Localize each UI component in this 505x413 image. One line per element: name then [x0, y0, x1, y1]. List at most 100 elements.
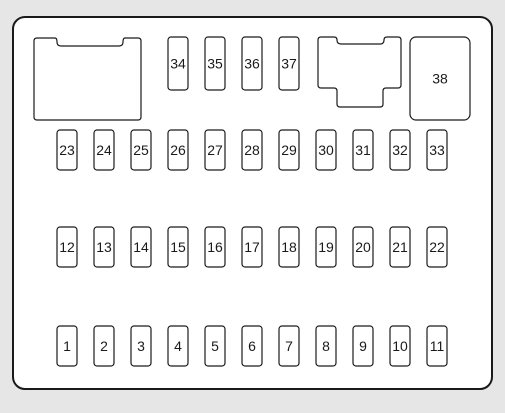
fuse-4-label: 4: [174, 338, 182, 354]
fuse-38: 38: [409, 36, 471, 121]
relay-outline-left: [33, 37, 142, 121]
fuse-16-label: 16: [207, 239, 223, 255]
fuse-9-body: [352, 325, 374, 367]
fuse-22-label: 22: [429, 239, 445, 255]
fuse-12-body: [56, 226, 78, 268]
fuse-30-body: [315, 129, 337, 171]
fuse-38-body: [409, 36, 471, 121]
fuse-16-body: [204, 226, 226, 268]
fuse-25-body: [130, 129, 152, 171]
fuse-29-label: 29: [281, 142, 297, 158]
fuse-3-body: [130, 325, 152, 367]
fuse-14: 14: [130, 226, 152, 268]
fuse-27-body: [204, 129, 226, 171]
fuse-24-body: [93, 129, 115, 171]
fuse-1-label: 1: [63, 338, 71, 354]
fuse-8-body: [315, 325, 337, 367]
fuse-10-label: 10: [392, 338, 408, 354]
fuse-17-label: 17: [244, 239, 260, 255]
fuse-23: 23: [56, 129, 78, 171]
fuse-32: 32: [389, 129, 411, 171]
fuse-15-label: 15: [170, 239, 186, 255]
fuse-10-body: [389, 325, 411, 367]
fuse-25-label: 25: [133, 142, 149, 158]
fuse-24-label: 24: [96, 142, 112, 158]
fuse-31-label: 31: [355, 142, 371, 158]
fuse-30: 30: [315, 129, 337, 171]
fuse-28: 28: [241, 129, 263, 171]
fuse-20: 20: [352, 226, 374, 268]
fuse-13-body: [93, 226, 115, 268]
fuse-1-body: [56, 325, 78, 367]
fuse-2: 2: [93, 325, 115, 367]
fuse-36-label: 36: [244, 56, 260, 72]
fuse-31-body: [352, 129, 374, 171]
fuse-3-label: 3: [137, 338, 145, 354]
fuse-32-body: [389, 129, 411, 171]
fuse-27-label: 27: [207, 142, 223, 158]
fuse-12: 12: [56, 226, 78, 268]
fuse-13-label: 13: [96, 239, 112, 255]
fuse-35-body: [204, 36, 226, 91]
fuse-17: 17: [241, 226, 263, 268]
fuse-33-body: [426, 129, 448, 171]
fuse-2-body: [93, 325, 115, 367]
fuse-5-label: 5: [211, 338, 219, 354]
fuse-7: 7: [278, 325, 300, 367]
fuse-26-body: [167, 129, 189, 171]
fuse-21-label: 21: [392, 239, 408, 255]
fuse-33-label: 33: [429, 142, 445, 158]
fuse-20-body: [352, 226, 374, 268]
fuse-5-body: [204, 325, 226, 367]
fuse-36: 36: [241, 36, 263, 91]
fuse-11-body: [426, 325, 448, 367]
fuse-6-label: 6: [248, 338, 256, 354]
fuse-13: 13: [93, 226, 115, 268]
fuse-4: 4: [167, 325, 189, 367]
fuse-3: 3: [130, 325, 152, 367]
fuse-37: 37: [278, 36, 300, 91]
fuse-19-label: 19: [318, 239, 334, 255]
fuse-28-label: 28: [244, 142, 260, 158]
fuse-17-body: [241, 226, 263, 268]
fuse-5: 5: [204, 325, 226, 367]
fuse-16: 16: [204, 226, 226, 268]
fuse-6: 6: [241, 325, 263, 367]
fuse-18-body: [278, 226, 300, 268]
fuse-36-body: [241, 36, 263, 91]
fuse-14-body: [130, 226, 152, 268]
fuse-35: 35: [204, 36, 226, 91]
fuse-1: 1: [56, 325, 78, 367]
fuse-34: 34: [167, 36, 189, 91]
fuse-29-body: [278, 129, 300, 171]
fuse-7-label: 7: [285, 338, 293, 354]
fuse-15: 15: [167, 226, 189, 268]
fuse-28-body: [241, 129, 263, 171]
fuse-26-label: 26: [170, 142, 186, 158]
fuse-37-body: [278, 36, 300, 91]
fuse-9-label: 9: [359, 338, 367, 354]
fuse-22: 22: [426, 226, 448, 268]
fuse-34-body: [167, 36, 189, 91]
relay-outline-right: [317, 36, 402, 108]
fuse-31: 31: [352, 129, 374, 171]
fuse-11-label: 11: [430, 338, 445, 354]
fuse-8-label: 8: [322, 338, 330, 354]
fuse-18: 18: [278, 226, 300, 268]
fuse-11: 11: [426, 325, 448, 367]
fuse-10: 10: [389, 325, 411, 367]
fuse-4-body: [167, 325, 189, 367]
fuse-15-body: [167, 226, 189, 268]
fuse-2-label: 2: [100, 338, 108, 354]
fuse-21: 21: [389, 226, 411, 268]
fuse-38-label: 38: [432, 71, 448, 87]
fuse-34-label: 34: [170, 56, 186, 72]
fuse-35-label: 35: [207, 56, 223, 72]
fuse-20-label: 20: [355, 239, 371, 255]
fuse-27: 27: [204, 129, 226, 171]
fuse-12-label: 12: [59, 239, 75, 255]
fuse-8: 8: [315, 325, 337, 367]
